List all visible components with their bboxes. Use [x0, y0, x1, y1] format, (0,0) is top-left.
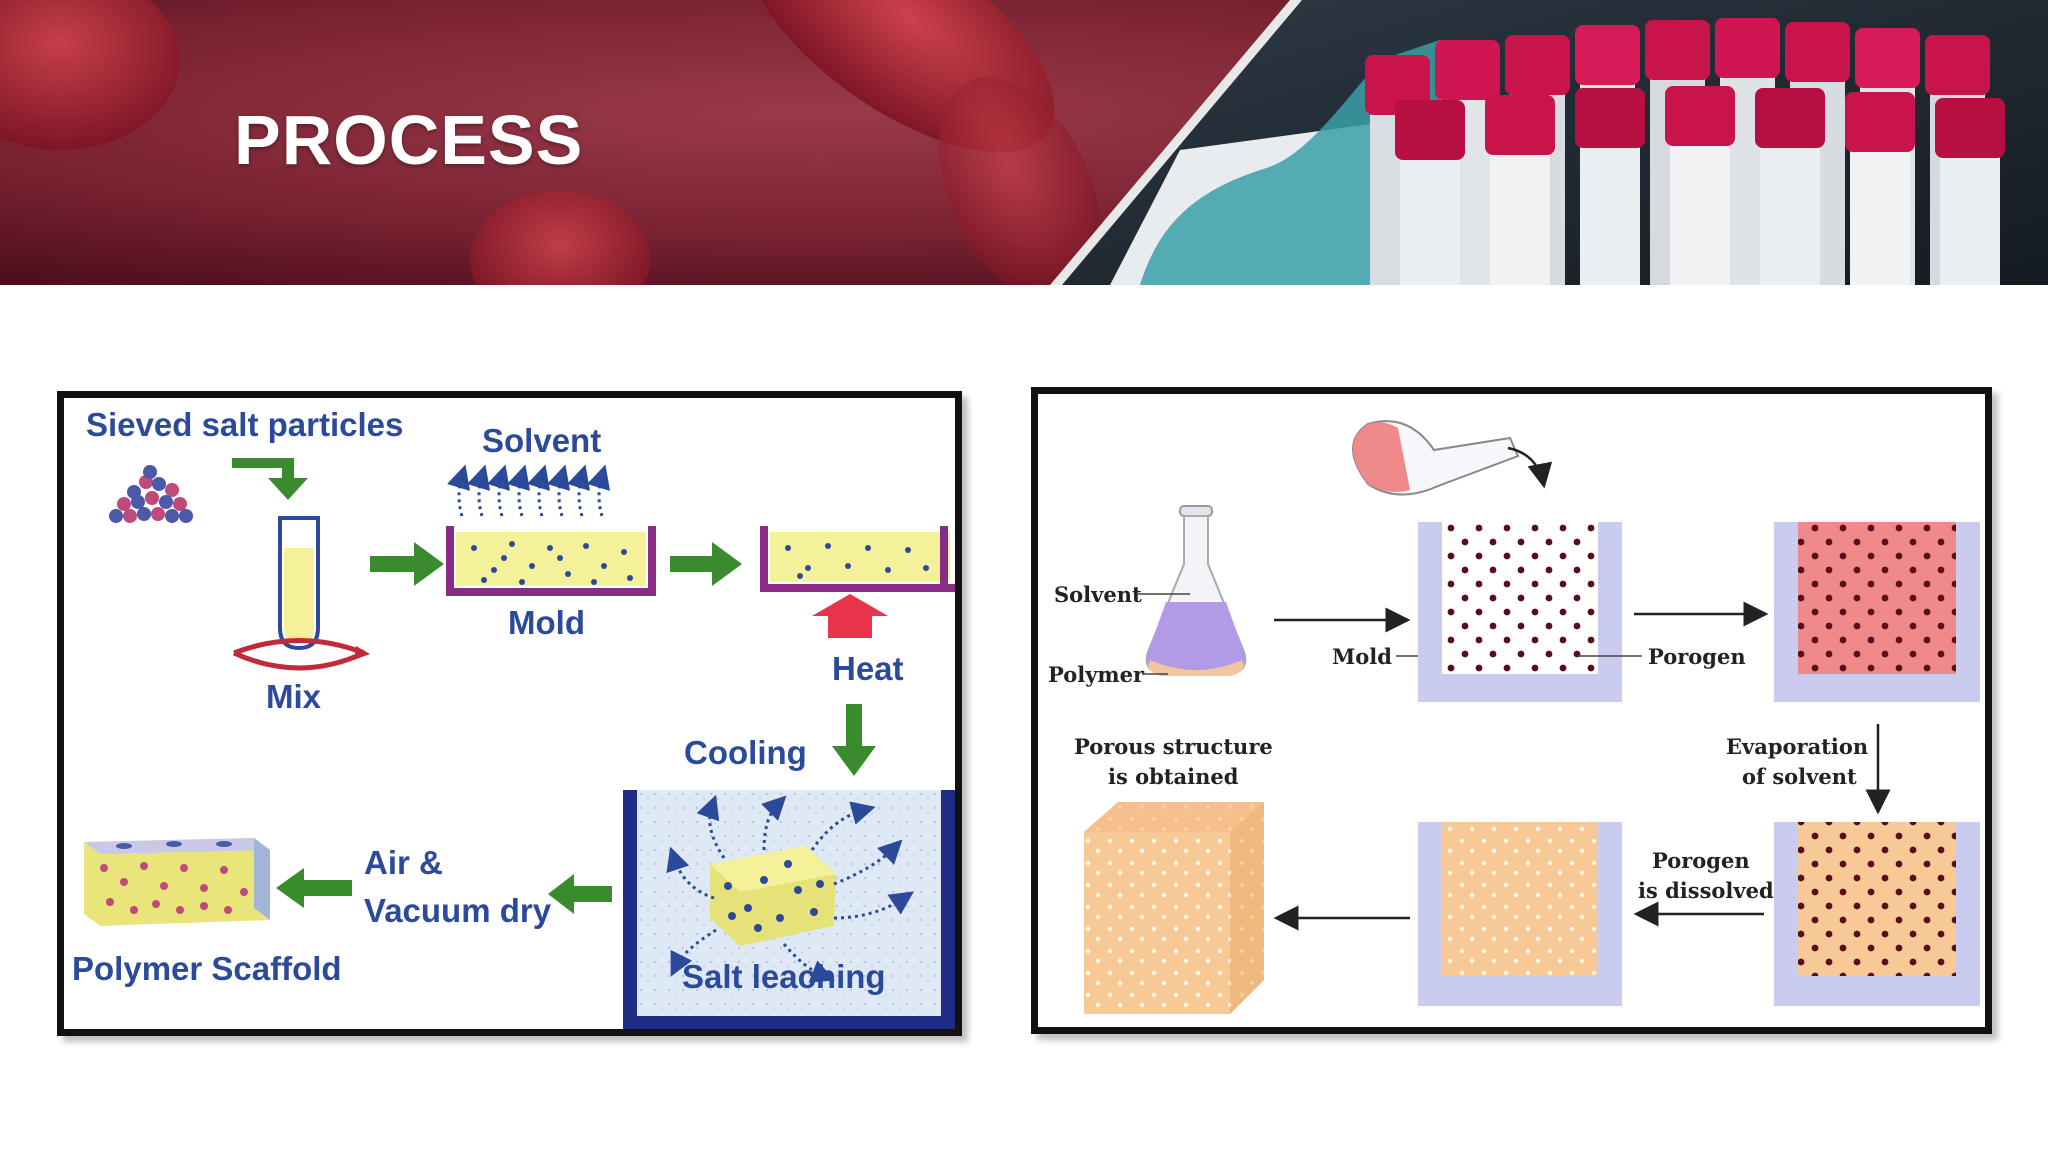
pouring-flask-icon: [1352, 420, 1553, 496]
sieved-salt-label: Sieved salt particles: [86, 406, 403, 443]
arrow-to-scaffold: [276, 868, 352, 908]
mold-porous-icon: [1418, 822, 1622, 1006]
porogen-dissolved-label-2: is dissolved: [1638, 878, 1774, 903]
salt-leaching-diagram: Sieved salt particles Mix Solvent: [57, 391, 962, 1036]
cooling-label: Cooling: [684, 734, 807, 771]
salt-particles-icon: [109, 465, 193, 523]
polymer-scaffold-label: Polymer Scaffold: [72, 950, 342, 987]
banner-image: [0, 0, 2048, 285]
salt-leaching-bath: [623, 790, 955, 1029]
mold-dried-icon: [1774, 822, 1980, 1006]
arrow-to-heat: [670, 542, 742, 586]
solvent-label: Solvent: [1054, 582, 1142, 607]
mold-label: Mold: [1332, 644, 1392, 669]
test-tube-icon: [232, 516, 370, 671]
salt-leaching-label: Salt leaching: [682, 958, 886, 995]
solvent-casting-diagram: Solvent Polymer Mold Porogen Evaporation…: [1031, 387, 1992, 1034]
heated-mold-icon: [760, 526, 955, 592]
heat-label: Heat: [832, 650, 904, 687]
tube-rack: [1365, 18, 2005, 285]
arrow-to-dry: [548, 874, 612, 914]
porous-structure-label-1: Porous structure: [1074, 734, 1273, 759]
solvent-evaporation-arrows: [447, 464, 611, 517]
porous-structure-label-2: is obtained: [1108, 764, 1239, 789]
arrow-to-cooling: [832, 704, 876, 776]
mold-porogen-icon: [1418, 522, 1622, 702]
mold-label: Mold: [508, 604, 585, 641]
air-vacuum-label-2: Vacuum dry: [364, 892, 552, 929]
evaporation-label-1: Evaporation: [1726, 734, 1868, 759]
solvent-casting-diagram-art: Solvent Polymer Mold Porogen Evaporation…: [1048, 420, 1980, 1014]
arrow-to-mold: [370, 542, 444, 586]
salt-leaching-diagram-art: Sieved salt particles Mix Solvent: [72, 406, 955, 1029]
porogen-dissolved-label-1: Porogen: [1652, 848, 1750, 873]
porogen-label: Porogen: [1648, 644, 1746, 669]
evaporation-label-2: of solvent: [1742, 764, 1857, 789]
slide-title: PROCESS: [234, 101, 584, 179]
porous-scaffold-icon: [1084, 802, 1264, 1014]
erlenmeyer-flask-icon: [1145, 505, 1247, 676]
solvent-label: Solvent: [482, 422, 601, 459]
heat-arrow-icon: [812, 594, 888, 638]
add-salt-arrow: [232, 458, 308, 500]
polymer-scaffold-icon: [84, 838, 270, 926]
mold-icon: [446, 526, 656, 596]
header-banner: PROCESS: [0, 0, 2048, 285]
polymer-label: Polymer: [1048, 662, 1145, 687]
air-vacuum-label-1: Air &: [364, 844, 443, 881]
mix-label: Mix: [266, 678, 322, 715]
mold-solution-icon: [1774, 522, 1980, 702]
